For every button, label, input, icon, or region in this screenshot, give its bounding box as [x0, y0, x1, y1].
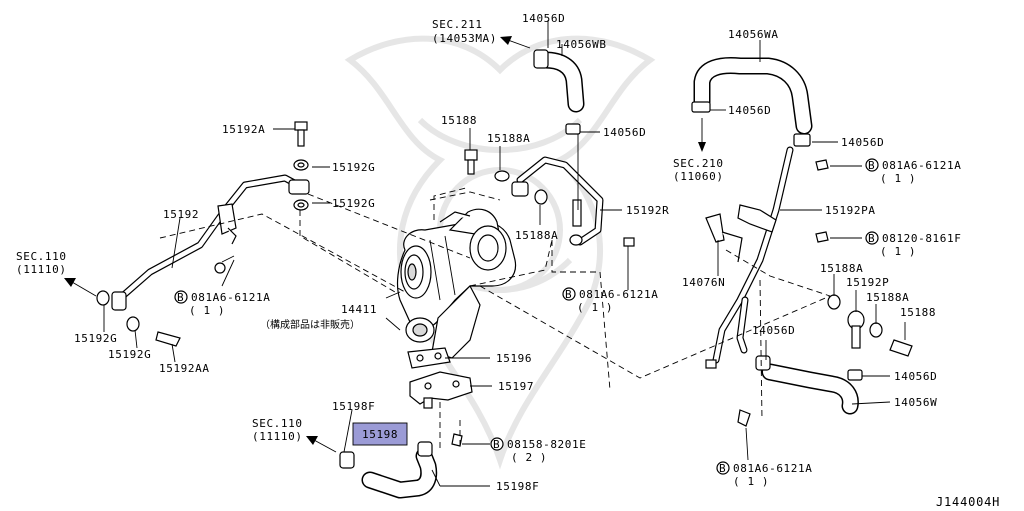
label-15198[interactable]: 15198 [362, 428, 398, 441]
label-sec210[interactable]: SEC.210 [673, 157, 724, 170]
bolt-symbol-1: B [868, 159, 875, 172]
label-081A6-right-top-qty: ( 1 ) [880, 172, 916, 185]
label-14056D-top[interactable]: 14056D [522, 12, 565, 25]
label-15196[interactable]: 15196 [496, 352, 532, 365]
bolt-symbol-2: B [868, 232, 875, 245]
hose-15198 [339, 441, 438, 499]
arrow-sec110-left [64, 278, 97, 297]
label-15188-r[interactable]: 15188 [900, 306, 936, 319]
label-14056D-mid[interactable]: 14056D [603, 126, 646, 139]
arrow-sec210 [698, 118, 706, 152]
label-15198F-bottom[interactable]: 15198F [496, 480, 539, 493]
label-15188A-mid[interactable]: 15188A [515, 229, 558, 242]
label-08120-qty: ( 1 ) [880, 245, 916, 258]
label-15197[interactable]: 15197 [498, 380, 534, 393]
label-sec211[interactable]: SEC.211 [432, 18, 483, 31]
gasket-15196 [407, 347, 451, 369]
label-081A6-bottom[interactable]: 081A6-6121A [733, 462, 812, 475]
label-sec110-left[interactable]: SEC.110 [16, 250, 67, 263]
arrow-sec211 [500, 36, 531, 49]
label-14411[interactable]: 14411 [341, 303, 377, 316]
label-14056WA[interactable]: 14056WA [728, 28, 779, 41]
label-08120[interactable]: 08120-8161F [882, 232, 961, 245]
label-15192[interactable]: 15192 [163, 208, 199, 221]
highlight-box-15198 [352, 422, 408, 446]
oil-tube-15192R [464, 149, 635, 247]
label-14411-note: （構成部品は非販売） [260, 318, 360, 331]
water-tube-15192PA [705, 146, 794, 369]
label-08158[interactable]: 08158-8201E [507, 438, 586, 451]
label-15192A[interactable]: 15192A [222, 123, 265, 136]
leader-lines [103, 20, 906, 487]
label-15192G-b[interactable]: 15192G [332, 197, 375, 210]
label-081A6-bottom-qty: ( 1 ) [733, 475, 769, 488]
label-14056D-low[interactable]: 14056D [752, 324, 795, 337]
label-15192G-c[interactable]: 15192G [74, 332, 117, 345]
fittings-right [827, 294, 913, 357]
label-081A6-mid-qty: ( 1 ) [577, 301, 613, 314]
label-15192R[interactable]: 15192R [626, 204, 669, 217]
bolt-symbol-3: B [177, 291, 184, 304]
label-14056D-r2[interactable]: 14056D [841, 136, 884, 149]
label-14076N[interactable]: 14076N [682, 276, 725, 289]
label-15192PA[interactable]: 15192PA [825, 204, 876, 217]
label-081A6-mid[interactable]: 081A6-6121A [579, 288, 658, 301]
label-15188-top[interactable]: 15188 [441, 114, 477, 127]
bolt-symbol-4: B [565, 288, 572, 301]
diagram-id: J144004H [936, 495, 1000, 509]
label-08158-qty: ( 2 ) [511, 451, 547, 464]
oil-tube-15192 [114, 174, 302, 304]
label-15188A-r[interactable]: 15188A [820, 262, 863, 275]
label-15188A-r2[interactable]: 15188A [866, 291, 909, 304]
label-081A6-right-top[interactable]: 081A6-6121A [882, 159, 961, 172]
hose-14056WA [691, 57, 813, 147]
label-081A6-left[interactable]: 081A6-6121A [191, 291, 270, 304]
label-15192P[interactable]: 15192P [846, 276, 889, 289]
label-sec211-ref: (14053MA) [432, 32, 497, 45]
label-sec110-left-ref: (11110) [16, 263, 67, 276]
label-15192G-d[interactable]: 15192G [108, 348, 151, 361]
hose-14056WB [533, 49, 585, 210]
label-15192G-a[interactable]: 15192G [332, 161, 375, 174]
label-sec110-bottom[interactable]: SEC.110 [252, 417, 303, 430]
label-081A6-left-qty: ( 1 ) [189, 304, 225, 317]
turbocharger-part [396, 208, 517, 359]
label-14056W[interactable]: 14056W [894, 396, 937, 409]
label-14056WB[interactable]: 14056WB [556, 38, 607, 51]
label-sec210-ref: (11060) [673, 170, 724, 183]
bolt-symbol-5: B [493, 438, 500, 451]
label-14056D-low2[interactable]: 14056D [894, 370, 937, 383]
label-15192AA[interactable]: 15192AA [159, 362, 210, 375]
bolt-symbols [174, 158, 879, 475]
eye-bolt-15192AA [96, 255, 235, 347]
bracket-15197 [409, 371, 473, 409]
bolts [451, 159, 829, 447]
eye-bolt-15192A [288, 121, 310, 211]
label-15198F-top[interactable]: 15198F [332, 400, 375, 413]
label-15188A-top[interactable]: 15188A [487, 132, 530, 145]
arrow-sec110-bottom [306, 436, 337, 453]
hose-14056W [755, 355, 863, 415]
label-14056D-r1[interactable]: 14056D [728, 104, 771, 117]
label-sec110-bottom-ref: (11110) [252, 430, 303, 443]
dashed-outline [159, 187, 831, 450]
bolt-symbol-6: B [719, 462, 726, 475]
